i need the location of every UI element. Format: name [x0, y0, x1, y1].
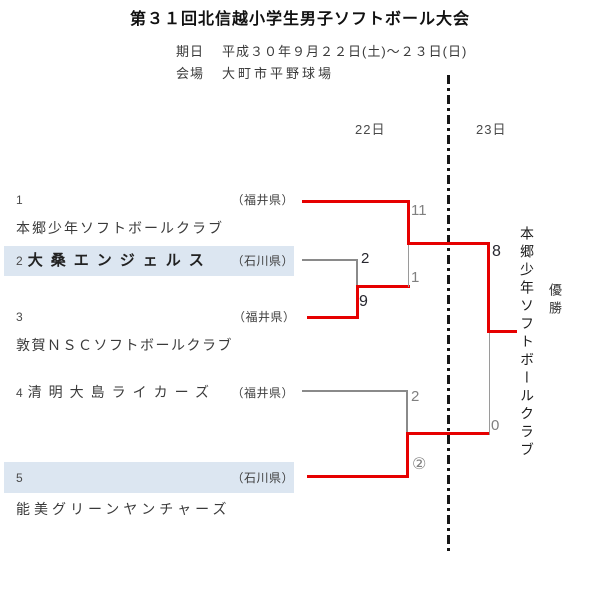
team-prefecture: （福井県） [233, 310, 296, 324]
bracket-line-team4 [302, 390, 408, 392]
bracket-line-match2-out [406, 432, 490, 435]
score-final-top: 8 [492, 243, 501, 260]
bracket-connector-semifinal-loser [408, 245, 409, 287]
team-label: 2 大桑エンジェルス [16, 246, 212, 276]
team-row-4: 4 清明大島ライカーズ （福井県） [4, 378, 294, 406]
team-name: 大桑エンジェルス [27, 252, 212, 269]
team-row-3: 3 敦賀ＮＳＣソフトボールクラブ （福井県） [4, 303, 296, 353]
team-seed: 5 [16, 471, 23, 485]
team-label: 3 敦賀ＮＳＣソフトボールクラブ [16, 303, 233, 360]
team-prefecture: （石川県） [231, 254, 294, 268]
bracket-connector-match2-loser [406, 390, 408, 434]
bracket-line-team3 [307, 316, 359, 319]
score-semifinal-team1: 11 [411, 202, 427, 219]
bracket-connector-final-loser [489, 332, 490, 435]
date-value: 平成３０年９月２２日(土)～２３日(日) [222, 44, 468, 59]
team-row-2: 2 大桑エンジェルス （石川県） [4, 246, 294, 276]
champion-name: 本郷少年ソフトボールクラブ [519, 226, 535, 460]
score-round1-team2: 2 [361, 250, 370, 267]
team-seed: 1 [16, 193, 23, 207]
bracket-connector-final-winner [487, 242, 490, 333]
venue-label: 会場 [176, 66, 205, 81]
bracket-line-team1 [302, 200, 410, 203]
score-round1-team4: 2 [411, 388, 420, 405]
bracket-line-champion-out [487, 330, 517, 333]
team-name: 敦賀ＮＳＣソフトボールクラブ [16, 337, 233, 353]
bracket-connector-match2-winner [406, 432, 409, 478]
bracket-line-team2 [302, 259, 357, 261]
team-name: 清明大島ライカーズ [27, 384, 216, 400]
page-title: 第３１回北信越小学生男子ソフトボール大会 [129, 11, 470, 28]
bracket-connector-match1-loser [356, 259, 358, 287]
bracket-line-match1-out [356, 285, 410, 288]
day1-column-label: 22日 [355, 122, 386, 137]
team-seed: 4 [16, 386, 23, 400]
team-seed: 3 [16, 310, 23, 324]
bracket-line-semifinal-out [407, 242, 488, 245]
team-row-5: 5 能美グリーンヤンチャーズ （石川県） [4, 462, 294, 517]
team-label: 5 能美グリーンヤンチャーズ [16, 462, 231, 525]
team-prefecture: （福井県） [231, 193, 294, 207]
day2-column-label: 23日 [476, 122, 507, 137]
team-name: 能美グリーンヤンチャーズ [16, 501, 231, 517]
day-separator-line [447, 75, 450, 555]
score-round1-team3: 9 [359, 293, 368, 310]
bracket-connector-match1-winner [356, 285, 359, 318]
score-semifinal-opponent: 1 [411, 269, 420, 286]
team-prefecture: （石川県） [231, 471, 294, 485]
score-final-bottom: 0 [491, 417, 500, 434]
bracket-connector-semifinal-winner [407, 200, 410, 245]
team-name: 本郷少年ソフトボールクラブ [16, 220, 224, 236]
venue-value: 大町市平野球場 [222, 66, 335, 81]
team-row-1: 1 本郷少年ソフトボールクラブ （福井県） [4, 186, 294, 236]
team-label: 1 本郷少年ソフトボールクラブ [16, 186, 231, 243]
team-seed: 2 [16, 254, 23, 268]
champion-label: 優勝 [547, 283, 562, 319]
date-label: 期日 [176, 44, 205, 59]
team-prefecture: （福井県） [231, 386, 294, 400]
team-label: 4 清明大島ライカーズ [16, 378, 216, 407]
bracket-line-team5 [307, 475, 409, 478]
score-round1-team5: ② [412, 456, 427, 473]
